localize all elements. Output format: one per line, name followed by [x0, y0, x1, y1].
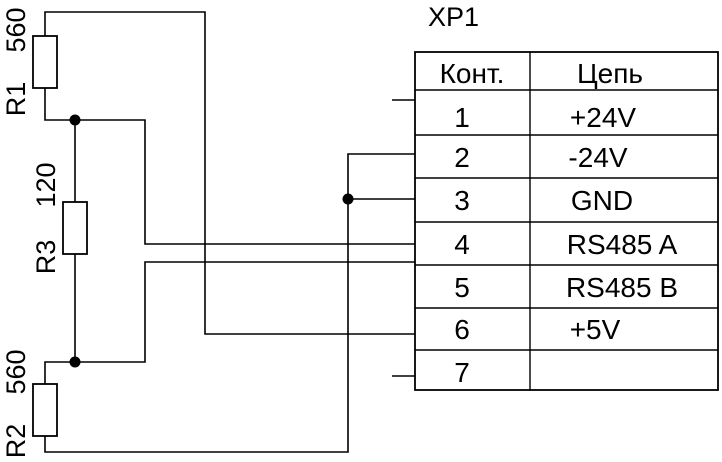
connector-table-frame [414, 51, 719, 391]
connector-designator: XP1 [428, 2, 479, 32]
connector-contact-6: 6 [454, 314, 470, 345]
resistor-r1-designator: R1 [1, 82, 31, 117]
wire-r1-to-pin6 [44, 11, 415, 335]
connector-circuit-3: GND [571, 185, 633, 216]
connector-header-contact: Конт. [440, 58, 505, 89]
wire-junction-b-to-r2 [44, 361, 75, 384]
connector-circuit-6: +5V [570, 314, 621, 345]
connector-contact-7: 7 [454, 357, 470, 388]
wire-junction-b-to-pin5 [75, 261, 415, 363]
wires [44, 11, 415, 453]
wire-junction-a-to-pin4 [75, 119, 415, 245]
resistor-r1: R1 560 [1, 7, 58, 117]
resistor-r2: R2 560 [1, 349, 58, 459]
connector-circuit-2: -24V [568, 142, 627, 173]
wire-pin2-to-ground [347, 153, 415, 199]
connector-contact-5: 5 [454, 272, 470, 303]
resistor-r1-value: 560 [1, 7, 31, 52]
resistor-r2-body [32, 383, 58, 437]
connector-contact-3: 3 [454, 185, 470, 216]
junction-dot-a [69, 114, 81, 126]
resistor-r2-designator: R2 [1, 424, 31, 459]
resistor-r3-body [62, 201, 88, 255]
connector-contact-4: 4 [454, 229, 470, 260]
wire-r2-to-ground [44, 199, 349, 453]
connector-circuit-5: RS485 B [566, 272, 678, 303]
wire-r1-to-junction-a [44, 88, 75, 121]
resistor-r3-designator: R3 [31, 240, 61, 275]
resistor-r3-value: 120 [31, 162, 61, 207]
resistor-r2-value: 560 [1, 349, 31, 394]
connector-table: Конт. Цепь 1 +24V 2 -24V 3 GND 4 RS485 A… [414, 51, 719, 391]
junction-dot-c [342, 193, 354, 205]
connector-circuit-1: +24V [570, 102, 636, 133]
connector-contact-1: 1 [454, 102, 470, 133]
connector-header-circuit: Цепь [577, 58, 643, 89]
connector-contact-2: 2 [454, 142, 470, 173]
resistor-r3: R3 120 [31, 162, 88, 275]
junction-dot-b [69, 356, 81, 368]
connector-circuit-4: RS485 A [567, 229, 678, 260]
resistor-r1-body [32, 35, 58, 89]
